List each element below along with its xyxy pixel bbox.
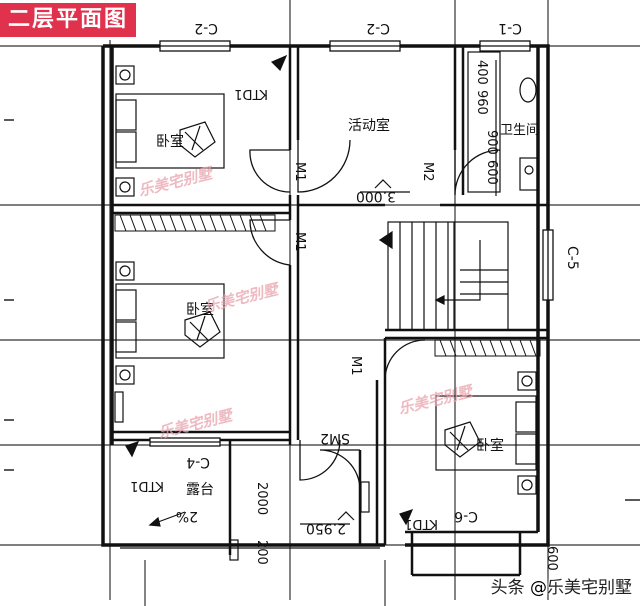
room-label-bedroom-w: 卧室: [186, 301, 214, 318]
door-label-sm2: SM2: [320, 430, 350, 446]
door-label-m1-a: M1: [292, 162, 307, 182]
watermark-3: 乐美宅别墅: [157, 406, 237, 442]
bathroom-fixtures: [467, 51, 539, 193]
dim-2000: 2000: [254, 482, 269, 515]
slope-label: 2%: [176, 508, 198, 524]
margin-ticks: [4, 119, 640, 501]
door-swings: [249, 139, 501, 491]
watermark-4: 乐美宅别墅: [397, 382, 477, 418]
window-label-c1: C-1: [498, 20, 522, 36]
ac-label-ktd1-a: KTD1: [234, 86, 268, 101]
beds: [115, 65, 537, 495]
window-label-c4: C-4: [186, 454, 210, 470]
footer-account: 乐美宅别墅: [547, 578, 632, 598]
wardrobes: [114, 214, 541, 357]
windows: [149, 40, 554, 447]
dim-600: 600: [484, 160, 499, 185]
door-label-m1-b: M1: [292, 232, 307, 252]
page-title: 二层平面图: [0, 3, 136, 37]
footer-prefix: 头条: [490, 578, 525, 598]
dim-960: 960: [474, 90, 489, 115]
room-label-bedroom-nw: 卧室: [156, 133, 184, 150]
window-label-c2-left: C-2: [194, 20, 218, 36]
footer-attribution: 头条 @乐美宅别墅: [491, 573, 632, 598]
stairs: [378, 221, 509, 331]
dim-200: 200: [254, 540, 269, 565]
watermark-2: 乐美宅别墅: [203, 280, 283, 316]
footer-at: @: [530, 578, 547, 598]
window-label-c6: C-6: [454, 508, 478, 524]
misc-marks: [114, 54, 497, 561]
room-label-bathroom: 卫生间: [500, 123, 539, 138]
ac-label-ktd1-b: KTD1: [130, 478, 164, 493]
dim-400: 400: [474, 60, 489, 85]
window-label-c5: C-5: [564, 246, 580, 270]
level-3000: 3.000: [356, 188, 396, 204]
dim-900: 900: [484, 130, 499, 155]
level-2950: 2.950: [306, 520, 346, 536]
ac-label-ktd1-c: KTD1: [404, 516, 438, 531]
room-label-terrace: 露台: [186, 482, 214, 498]
dim-600b: 600: [544, 546, 559, 571]
watermark-1: 乐美宅别墅: [137, 164, 217, 200]
interior-walls: [112, 46, 548, 577]
door-label-m2-a: M2: [420, 162, 435, 182]
window-label-c2-mid: C-2: [366, 20, 390, 36]
room-label-activity: 活动室: [348, 117, 390, 134]
door-label-m1-c: M1: [348, 356, 363, 376]
room-label-bedroom-se: 卧室: [476, 437, 504, 454]
